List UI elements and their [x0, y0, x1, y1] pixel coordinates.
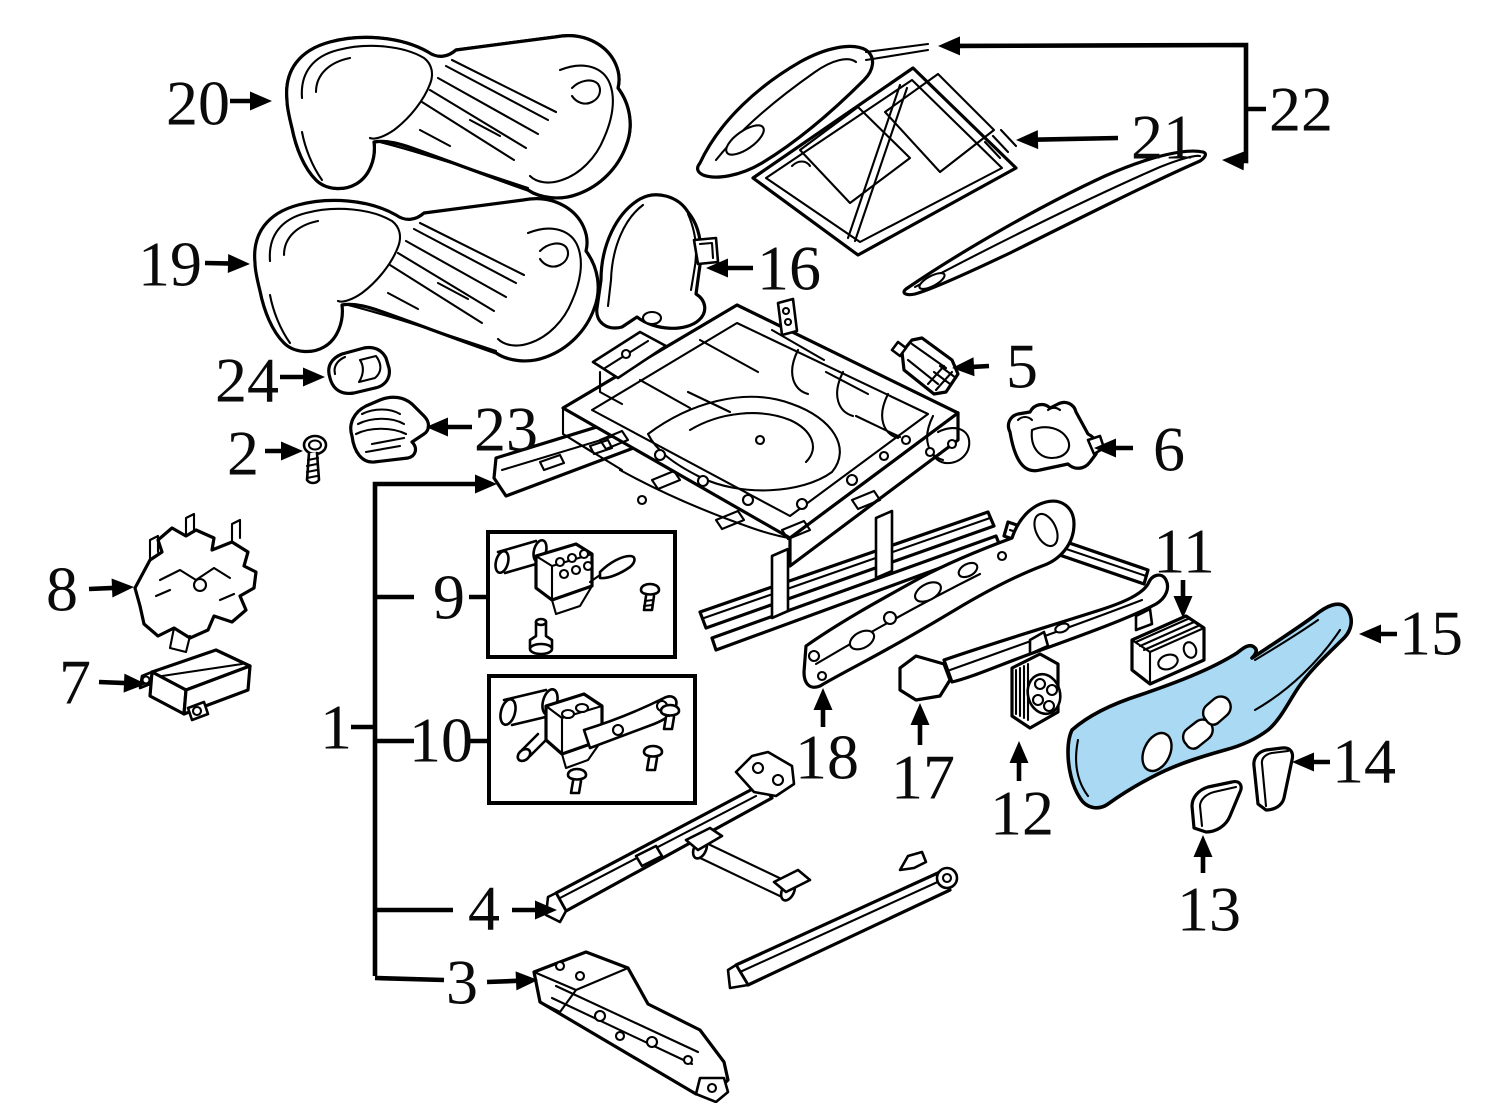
- callout-label-3: 3: [446, 947, 478, 1018]
- callout-12-arrowhead: [1009, 741, 1029, 763]
- callout-5-arrowhead: [952, 357, 975, 377]
- callout-6-arrowhead: [1094, 438, 1116, 458]
- callout-8-arrowhead: [111, 578, 134, 598]
- callout-label-5: 5: [1006, 331, 1038, 402]
- part-7-control-module: [138, 648, 252, 722]
- callout-label-21: 21: [1131, 102, 1195, 173]
- callout-label-24: 24: [215, 345, 279, 416]
- callout-17-arrowhead: [910, 703, 930, 725]
- callout-15-arrowhead: [1359, 624, 1381, 644]
- callout-7-arrow-line: [98, 679, 129, 686]
- callout-label-11: 11: [1153, 516, 1215, 587]
- callout-label-4: 4: [468, 873, 500, 944]
- part-24-cap: [327, 345, 391, 396]
- callout-19-arrow-line: [204, 260, 233, 266]
- part-9-box: [486, 530, 677, 659]
- callout-16-arrowhead: [706, 258, 728, 278]
- callout-label-22: 22: [1269, 74, 1333, 145]
- part-22-trim-strip-upper: [696, 42, 930, 179]
- callout-14-arrowhead: [1292, 752, 1314, 772]
- part-23-clip: [349, 395, 431, 464]
- callout-label-8: 8: [46, 554, 78, 625]
- callout-4-arrowhead: [535, 900, 557, 920]
- callout-7-arrowhead: [123, 673, 146, 693]
- callout-23-arrowhead: [426, 417, 448, 437]
- callout-label-23: 23: [474, 394, 538, 465]
- group-22-top-leader-line: [955, 42, 1249, 106]
- callout-21-arrowhead: [1016, 130, 1039, 150]
- part-frame-seat-adjuster: [492, 297, 1150, 652]
- callout-label-7: 7: [59, 647, 91, 718]
- callout-3-arrow-line: [486, 978, 521, 985]
- part-16-side-shield: [595, 193, 720, 330]
- part-17-support-arm: [898, 573, 1170, 702]
- callout-label-1: 1: [320, 692, 352, 763]
- callout-label-6: 6: [1153, 414, 1185, 485]
- callout-label-9: 9: [433, 562, 465, 633]
- callout-label-17: 17: [891, 742, 955, 813]
- callout-label-14: 14: [1332, 726, 1396, 797]
- callout-21-arrow-line: [1033, 135, 1119, 142]
- callout-3-arrowhead: [515, 971, 538, 991]
- part-22-trim-strip-lower: [902, 149, 1207, 297]
- callout-20-arrowhead: [250, 91, 272, 111]
- callout-2-arrowhead: [281, 441, 303, 461]
- callout-label-10: 10: [409, 705, 473, 776]
- callout-label-2: 2: [227, 418, 259, 489]
- callout-label-15: 15: [1399, 598, 1463, 669]
- group-22-bottom-arrowhead: [1222, 151, 1245, 171]
- part-8-bracket-tray: [133, 512, 258, 654]
- callout-24-arrowhead: [303, 367, 325, 387]
- callout-5-arrow-line: [969, 363, 990, 370]
- part-3-front-support: [532, 950, 730, 1103]
- group-22-bottom-leader-line: [1239, 106, 1249, 164]
- callout-label-13: 13: [1177, 874, 1241, 945]
- part-10-box: [487, 674, 697, 805]
- part-2-bolt: [302, 434, 328, 485]
- group-1-stem-arrowhead: [475, 474, 497, 494]
- callout-13-arrowhead: [1193, 835, 1213, 857]
- part-21-heater-mat: [751, 66, 1018, 257]
- part-5-connector: [890, 336, 960, 396]
- group-22-top-arrowhead: [938, 36, 960, 56]
- group-1-stem-leader-line: [372, 481, 479, 976]
- part-13-trim-cap: [1190, 780, 1243, 834]
- callout-8-arrow-line: [88, 585, 117, 592]
- callout-label-20: 20: [166, 68, 230, 139]
- callout-label-16: 16: [757, 233, 821, 304]
- part-9-motor-kit: [486, 530, 677, 659]
- part-4-track-assembly: [544, 750, 959, 990]
- callout-19-arrowhead: [227, 254, 250, 273]
- callout-label-19: 19: [138, 229, 202, 300]
- part-11-switch-block: [1130, 607, 1206, 686]
- part-6-bracket: [1006, 400, 1106, 473]
- part-14-trim-cap: [1252, 746, 1295, 812]
- part-18-side-bracket: [802, 499, 1076, 689]
- callout-18-arrowhead: [813, 688, 833, 710]
- callout-label-18: 18: [795, 722, 859, 793]
- part-10-motor-kit: [487, 674, 697, 805]
- callout-11-arrowhead: [1173, 596, 1193, 618]
- part-15-valance-panel-highlighted: [1066, 602, 1354, 810]
- callout-label-12: 12: [990, 778, 1054, 849]
- part-12-adjuster-switch: [1010, 630, 1062, 730]
- group-1-branch-3-leader-line: [374, 975, 445, 983]
